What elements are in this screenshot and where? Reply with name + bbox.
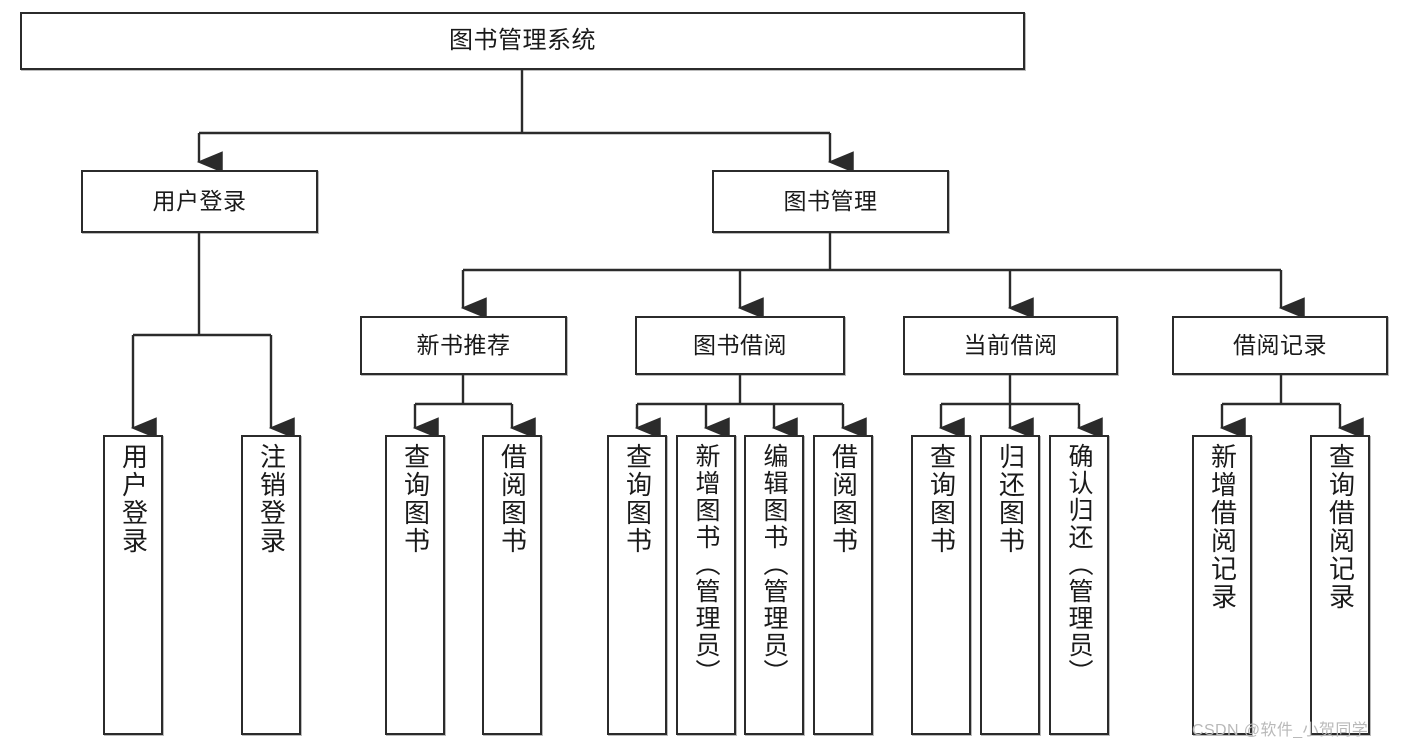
node-label: 编辑图书（管理员） bbox=[760, 443, 788, 686]
node-label: 新增图书（管理员） bbox=[692, 443, 720, 686]
leaf-record-query-borrow-record[interactable]: 查询借阅记录 bbox=[1310, 435, 1370, 735]
node-label: 借阅图书 bbox=[497, 443, 528, 555]
node-book-borrowing[interactable]: 图书借阅 bbox=[635, 316, 845, 375]
leaf-new-book-borrow-books[interactable]: 借阅图书 bbox=[482, 435, 542, 735]
node-label: 用户登录 bbox=[118, 443, 149, 555]
leaf-current-confirm-return-admin[interactable]: 确认归还（管理员） bbox=[1049, 435, 1109, 735]
leaf-borrow-add-book-admin[interactable]: 新增图书（管理员） bbox=[676, 435, 736, 735]
leaf-logout[interactable]: 注销登录 bbox=[241, 435, 301, 735]
node-borrowing-record[interactable]: 借阅记录 bbox=[1172, 316, 1388, 375]
node-label: 借阅图书 bbox=[828, 443, 859, 555]
node-label: 用户登录 bbox=[152, 188, 247, 214]
leaf-borrow-borrow-books[interactable]: 借阅图书 bbox=[813, 435, 873, 735]
node-label: 新书推荐 bbox=[416, 332, 511, 358]
leaf-borrow-query-books[interactable]: 查询图书 bbox=[607, 435, 667, 735]
node-label: 图书管理系统 bbox=[449, 27, 596, 54]
node-label: 借阅记录 bbox=[1233, 332, 1327, 358]
csdn-watermark: CSDN @软件_小贺同学 bbox=[1192, 722, 1369, 739]
node-user-login[interactable]: 用户登录 bbox=[81, 170, 318, 233]
node-label: 新增借阅记录 bbox=[1207, 443, 1238, 611]
node-label: 图书管理 bbox=[783, 188, 878, 214]
node-label: 查询借阅记录 bbox=[1325, 443, 1356, 611]
node-label: 查询图书 bbox=[926, 443, 957, 555]
node-label: 归还图书 bbox=[995, 443, 1026, 555]
node-current-borrowing[interactable]: 当前借阅 bbox=[903, 316, 1118, 375]
node-label: 图书借阅 bbox=[693, 332, 787, 358]
node-root-book-management-system[interactable]: 图书管理系统 bbox=[20, 12, 1025, 70]
node-new-book-recommendation[interactable]: 新书推荐 bbox=[360, 316, 567, 375]
node-label: 当前借阅 bbox=[963, 332, 1058, 358]
leaf-user-login[interactable]: 用户登录 bbox=[103, 435, 163, 735]
node-label: 确认归还（管理员） bbox=[1065, 443, 1093, 686]
node-label: 注销登录 bbox=[256, 443, 287, 555]
node-book-management[interactable]: 图书管理 bbox=[712, 170, 949, 233]
leaf-new-book-query-books[interactable]: 查询图书 bbox=[385, 435, 445, 735]
leaf-current-return-books[interactable]: 归还图书 bbox=[980, 435, 1040, 735]
leaf-record-add-borrow-record[interactable]: 新增借阅记录 bbox=[1192, 435, 1252, 735]
leaf-borrow-edit-book-admin[interactable]: 编辑图书（管理员） bbox=[744, 435, 804, 735]
node-label: 查询图书 bbox=[400, 443, 431, 555]
node-label: 查询图书 bbox=[622, 443, 653, 555]
leaf-current-query-books[interactable]: 查询图书 bbox=[911, 435, 971, 735]
